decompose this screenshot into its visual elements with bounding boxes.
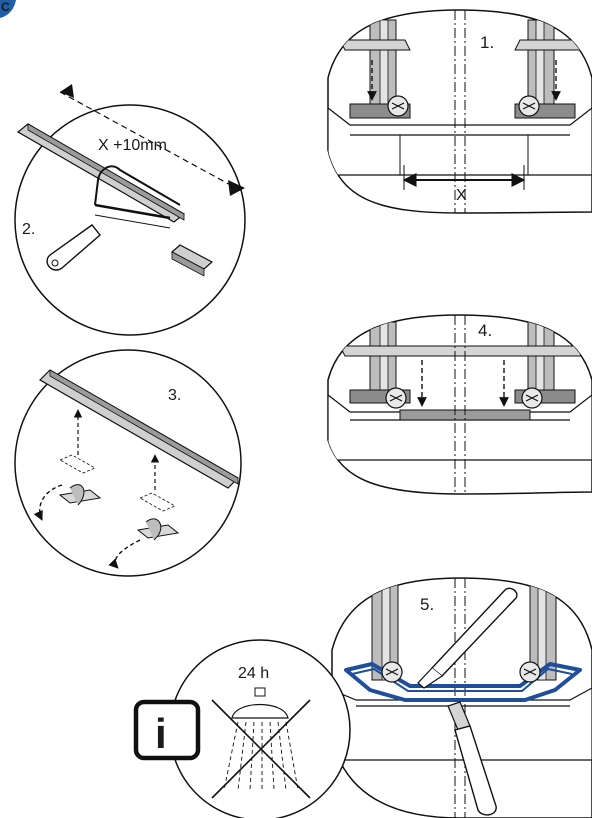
- no-shower-icon: [211, 687, 311, 799]
- step-4-place-panel: 4.: [327, 314, 592, 495]
- info-icon: i: [133, 699, 201, 761]
- drying-duration-label: 24 h: [238, 665, 269, 682]
- dimension-arrowhead: [228, 180, 245, 196]
- hacksaw-icon: [46, 165, 181, 271]
- screw-icon: [381, 661, 403, 683]
- step-1-measure-panel: X 1.: [327, 9, 592, 214]
- adhesive-pad-icon: [136, 518, 180, 541]
- peel-arrow-icon: [108, 539, 141, 569]
- corner-badge: C: [0, 0, 16, 18]
- smoothing-tool-icon: [447, 701, 497, 816]
- corner-badge-letter: C: [1, 0, 10, 14]
- step-5-seal-panel: 5.: [331, 577, 592, 818]
- screw-icon: [519, 661, 541, 683]
- screw-icon: [521, 387, 543, 409]
- step-2-number: 2.: [22, 221, 35, 238]
- screw-icon: [385, 387, 407, 409]
- step-4-number: 4.: [478, 321, 492, 340]
- step-3-number: 3.: [168, 387, 181, 404]
- step-2-cut-panel: X +10mm 2.: [14, 84, 246, 336]
- step-3-adhesive-panel: 3.: [14, 349, 242, 577]
- info-symbol: i: [155, 710, 167, 757]
- drying-notice-panel: 24 h: [169, 639, 351, 818]
- cut-length-label: X +10mm: [98, 137, 167, 154]
- screw-icon: [387, 95, 409, 117]
- peel-arrow-icon: [33, 484, 63, 521]
- step-1-number: 1.: [480, 33, 494, 52]
- silicone-cartridge-icon: [417, 587, 518, 689]
- step-5-number: 5.: [420, 595, 434, 614]
- screw-icon: [518, 95, 540, 117]
- adhesive-pad-icon: [58, 484, 102, 506]
- dimension-label-x: X: [456, 187, 467, 204]
